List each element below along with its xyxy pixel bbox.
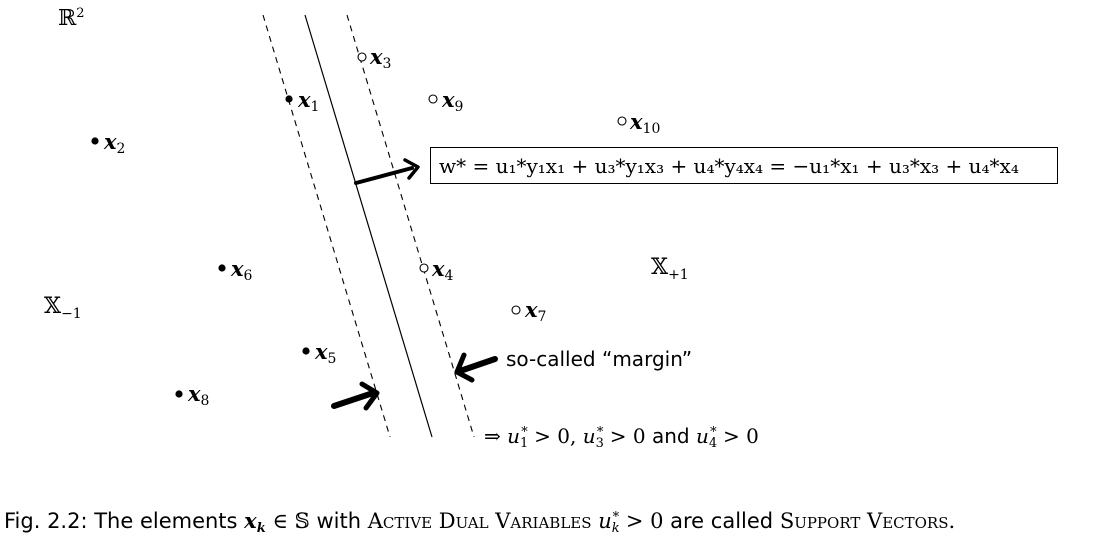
class-label-plus: 𝕏+1 xyxy=(651,255,689,283)
separating-hyperplane xyxy=(304,14,433,438)
point-label-x9: x9 xyxy=(442,89,463,114)
point-marker-x5 xyxy=(302,347,310,355)
margin-arrow-right xyxy=(454,352,498,383)
class-label-minus-sub: −1 xyxy=(61,306,82,322)
point-label-x4: x4 xyxy=(432,258,453,283)
point-label-x7-index: 7 xyxy=(537,309,547,325)
point-marker-x3 xyxy=(357,52,367,62)
caption-with: with xyxy=(316,509,362,533)
point-label-x5: x5 xyxy=(315,341,336,366)
caption-support-vectors: Support Vectors. xyxy=(779,509,956,533)
implication-statement: ⇒ u1* > 0, u3* > 0 and u4* > 0 xyxy=(484,424,759,451)
point-label-x10: x10 xyxy=(630,111,660,136)
point-label-x3: x3 xyxy=(370,46,391,71)
point-marker-x9 xyxy=(428,94,438,104)
caption-prefix: Fig. 2.2: The elements xyxy=(4,509,238,533)
point-label-x5-index: 5 xyxy=(327,351,337,367)
zero-2: 0 xyxy=(632,424,646,448)
class-label-minus: 𝕏−1 xyxy=(44,294,82,322)
caption-xk: xk xyxy=(244,508,266,536)
point-label-x2-var: x xyxy=(104,129,117,154)
point-marker-x6 xyxy=(218,264,226,272)
implies-arrow: ⇒ xyxy=(484,424,501,448)
point-label-x4-var: x xyxy=(432,256,445,281)
caption-gt-zero: > 0 xyxy=(625,509,664,533)
figure-caption: Fig. 2.2: The elements xk ∈ 𝕊 with Activ… xyxy=(4,508,955,536)
caption-are-called: are called xyxy=(670,509,774,533)
u3-star: u3* xyxy=(582,424,604,451)
class-label-plus-sub: +1 xyxy=(668,267,689,283)
space-label: ℝ2 xyxy=(58,6,85,31)
point-label-x5-var: x xyxy=(315,339,328,364)
point-label-x10-var: x xyxy=(630,109,643,134)
margin-arrow-left xyxy=(331,381,380,411)
point-label-x8: x8 xyxy=(188,383,209,408)
point-label-x1: x1 xyxy=(298,89,319,114)
caption-uk-star: uk* xyxy=(598,509,620,536)
point-label-x6-var: x xyxy=(231,256,244,281)
point-label-x9-index: 9 xyxy=(454,99,464,115)
and-word: and xyxy=(651,424,690,448)
point-label-x2: x2 xyxy=(104,131,125,156)
point-label-x10-index: 10 xyxy=(642,121,661,137)
weight-vector-arrow xyxy=(354,158,420,185)
gt-sign-3: > xyxy=(723,424,740,448)
point-label-x8-var: x xyxy=(188,381,201,406)
u1-star: u1* xyxy=(507,424,529,451)
point-label-x8-index: 8 xyxy=(200,393,210,409)
zero-1: 0 xyxy=(557,424,571,448)
gt-sign-2: > xyxy=(609,424,627,448)
point-label-x9-var: x xyxy=(442,87,455,112)
point-label-x3-index: 3 xyxy=(382,56,392,72)
point-marker-x1 xyxy=(285,95,293,103)
class-label-plus-base: 𝕏 xyxy=(651,255,669,280)
margin-label: so-called “margin” xyxy=(506,347,693,371)
point-label-x3-var: x xyxy=(370,44,383,69)
point-label-x4-index: 4 xyxy=(444,268,454,284)
point-marker-x4 xyxy=(419,263,429,273)
u4-star: u4* xyxy=(695,424,718,451)
gt-sign-1: > xyxy=(534,424,551,448)
point-label-x7: x7 xyxy=(525,299,546,324)
point-marker-x2 xyxy=(91,137,99,145)
margin-line-right xyxy=(346,14,475,438)
point-label-x7-var: x xyxy=(525,297,538,322)
point-label-x2-index: 2 xyxy=(116,141,126,157)
class-label-minus-base: 𝕏 xyxy=(44,294,62,319)
point-label-x1-index: 1 xyxy=(310,99,320,115)
space-label-base: ℝ xyxy=(58,6,77,31)
zero-3: 0 xyxy=(746,424,759,448)
margin-line-left xyxy=(262,14,391,438)
point-marker-x8 xyxy=(175,390,183,398)
space-label-sup: 2 xyxy=(76,6,85,21)
point-label-x6-index: 6 xyxy=(243,268,253,284)
weight-vector-formula: w* = u₁*y₁x₁ + u₃*y₁x₃ + u₄*y₄x₄ = −u₁*x… xyxy=(439,154,1019,178)
point-marker-x10 xyxy=(617,116,627,126)
weight-vector-formula-box: w* = u₁*y₁x₁ + u₃*y₁x₃ + u₄*y₄x₄ = −u₁*x… xyxy=(430,147,1058,184)
point-label-x1-var: x xyxy=(298,87,311,112)
caption-active-dual-variables: Active Dual Variables xyxy=(367,509,592,533)
caption-in-S: ∈ 𝕊 xyxy=(272,509,310,533)
point-label-x6: x6 xyxy=(231,258,252,283)
point-marker-x7 xyxy=(511,305,521,315)
